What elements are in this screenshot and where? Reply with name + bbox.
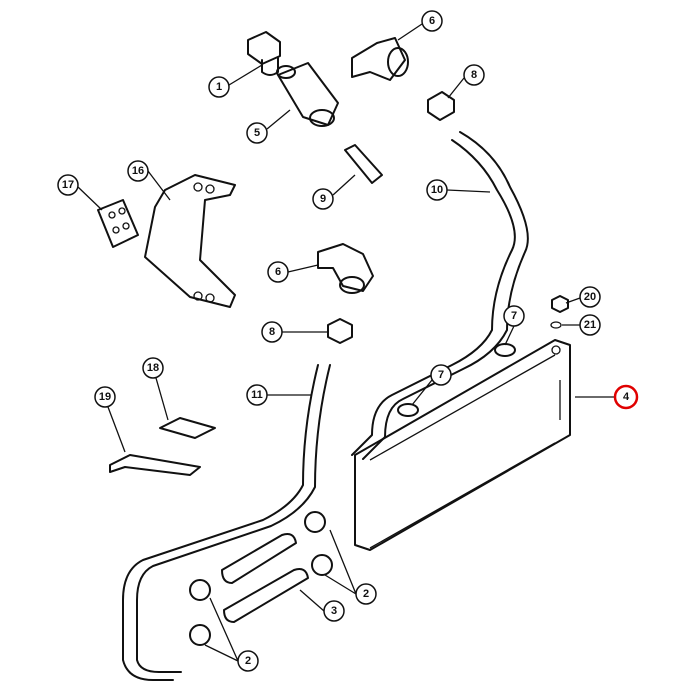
callout-7-lower[interactable]: 7 — [430, 364, 452, 386]
callout-2-lower[interactable]: 2 — [237, 650, 259, 672]
callout-label: 6 — [429, 15, 435, 27]
callout-20[interactable]: 20 — [579, 286, 601, 308]
callout-17[interactable]: 17 — [57, 174, 79, 196]
callout-6-lower[interactable]: 6 — [267, 261, 289, 283]
oring-7 — [397, 343, 516, 417]
hoses-3 — [221, 533, 309, 623]
callout-8-lower[interactable]: 8 — [261, 321, 283, 343]
callout-8[interactable]: 8 — [463, 64, 485, 86]
callout-10[interactable]: 10 — [426, 179, 448, 201]
callout-16[interactable]: 16 — [127, 160, 149, 182]
callout-21[interactable]: 21 — [579, 314, 601, 336]
elbow-fitting-6-top — [351, 37, 409, 81]
callout-label: 16 — [132, 165, 144, 177]
callout-label: 18 — [147, 362, 159, 374]
callout-18[interactable]: 18 — [142, 357, 164, 379]
callout-6[interactable]: 6 — [421, 10, 443, 32]
clamps-2 — [189, 511, 333, 646]
callout-4-highlighted[interactable]: 4 — [613, 384, 639, 410]
callout-label: 1 — [216, 81, 222, 93]
callout-label: 3 — [331, 605, 337, 617]
callout-7[interactable]: 7 — [503, 305, 525, 327]
callout-label: 8 — [471, 69, 477, 81]
callout-label: 6 — [275, 266, 281, 278]
callout-label: 2 — [245, 655, 251, 667]
callout-9[interactable]: 9 — [312, 188, 334, 210]
hose-11 — [122, 364, 331, 681]
callout-label: 8 — [269, 326, 275, 338]
callout-label: 11 — [251, 389, 263, 401]
tee-fitting-5 — [276, 62, 339, 127]
callout-label: 21 — [584, 319, 596, 331]
elbow-fitting-6-mid — [317, 243, 374, 294]
callout-label: 7 — [511, 310, 517, 322]
callout-label: 2 — [363, 588, 369, 600]
fitting-1 — [247, 31, 281, 76]
callout-label: 20 — [584, 291, 596, 303]
callout-label: 19 — [99, 391, 111, 403]
callout-1[interactable]: 1 — [208, 76, 230, 98]
bracket-18 — [159, 417, 216, 439]
callout-label: 10 — [431, 184, 443, 196]
callout-label: 7 — [438, 369, 444, 381]
callout-2[interactable]: 2 — [355, 583, 377, 605]
plug-8-top — [427, 91, 455, 121]
callout-label: 17 — [62, 179, 74, 191]
callout-19[interactable]: 19 — [94, 386, 116, 408]
bracket-19 — [109, 454, 201, 476]
callout-label: 4 — [623, 391, 630, 403]
callout-label: 5 — [254, 127, 260, 139]
hose-10 — [351, 131, 529, 460]
leader-lines — [77, 23, 616, 662]
plate-17 — [97, 199, 139, 248]
cooler-4 — [354, 339, 571, 551]
plug-8-mid — [327, 318, 353, 344]
nipple-9 — [344, 144, 383, 184]
bracket-16 — [144, 174, 236, 308]
callout-11[interactable]: 11 — [246, 384, 268, 406]
callout-label: 9 — [320, 193, 326, 205]
callout-3[interactable]: 3 — [323, 600, 345, 622]
fitting-20-21 — [550, 295, 569, 329]
callout-5[interactable]: 5 — [246, 122, 268, 144]
